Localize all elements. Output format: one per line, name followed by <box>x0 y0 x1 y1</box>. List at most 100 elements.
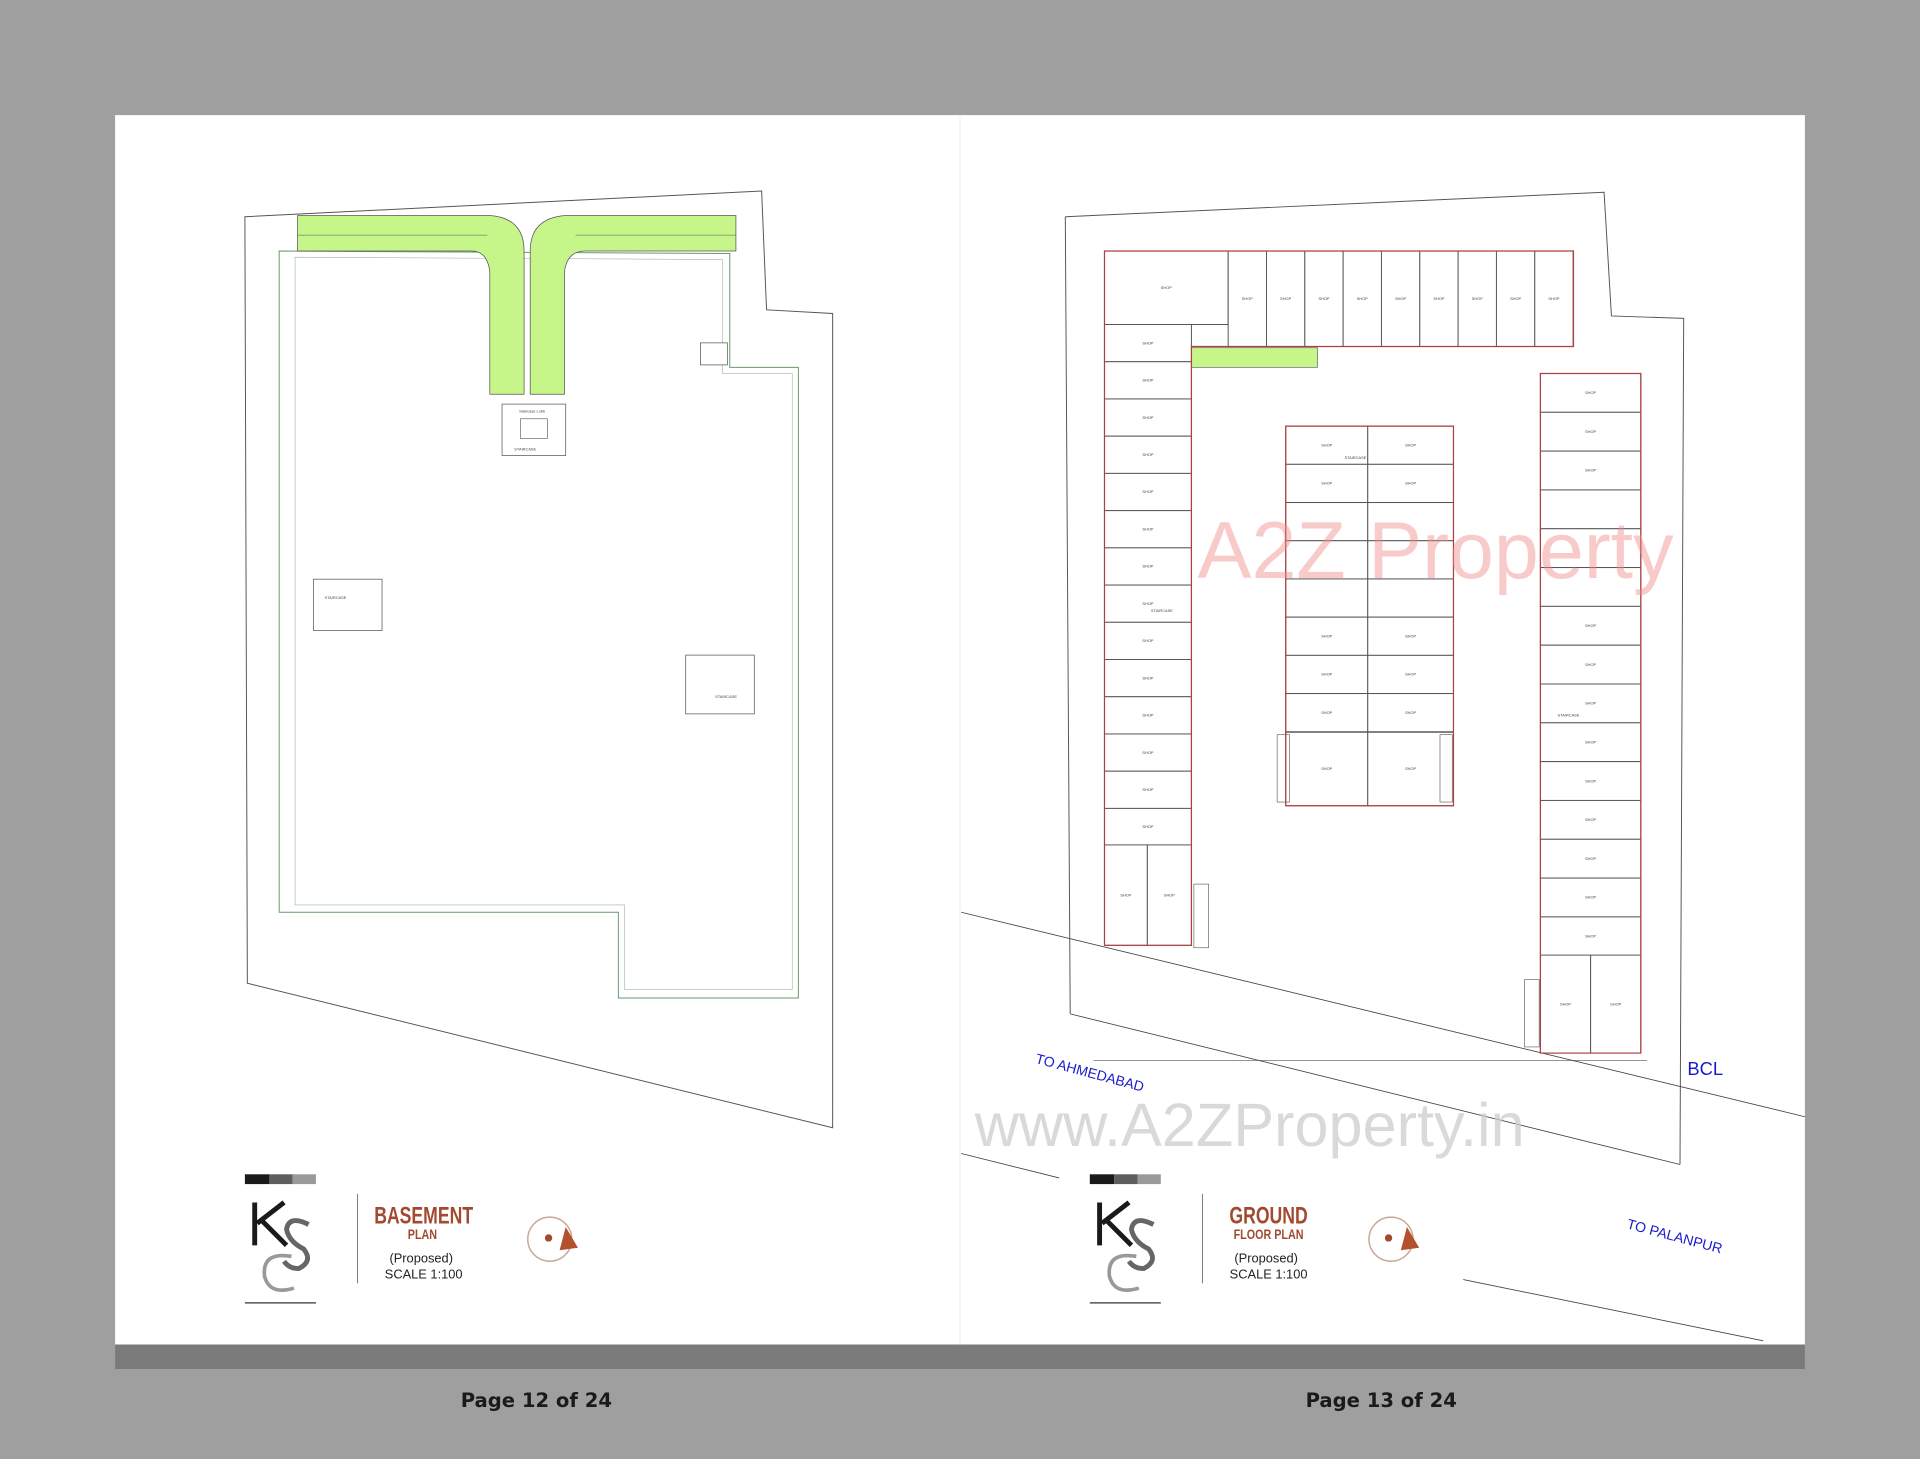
lift-core <box>700 342 728 366</box>
stair-core <box>685 654 755 715</box>
shop-label: SHOP <box>1142 564 1153 569</box>
shop-label: SHOP <box>1395 296 1406 301</box>
shop-label: SHOP <box>1321 442 1332 447</box>
shop-label: SHOP <box>1585 895 1596 900</box>
staircase-label: STAIRCASE <box>1151 608 1173 613</box>
shop-label: SHOP <box>1318 296 1329 301</box>
shop-label: SHOP <box>1280 296 1291 301</box>
shop-unit <box>1104 807 1192 847</box>
shop-label: SHOP <box>1560 1001 1571 1006</box>
shop-label: SHOP <box>1405 481 1416 486</box>
steps <box>1524 979 1540 1048</box>
shop-unit <box>1367 731 1454 807</box>
stair-core <box>501 403 567 456</box>
shop-unit <box>1539 411 1642 452</box>
page-shadow <box>115 1344 1805 1369</box>
logo-bar <box>244 1174 270 1185</box>
plan-title: GROUND <box>1229 1201 1307 1229</box>
shop-label: SHOP <box>1405 766 1416 771</box>
shop-label: SHOP <box>1164 892 1175 897</box>
site-boundary-west <box>1064 216 1071 1014</box>
shop-label: SHOP <box>1142 378 1153 383</box>
plan-scale: SCALE 1:100 <box>1230 1266 1308 1281</box>
shop-unit <box>1104 250 1229 325</box>
shop-unit <box>1285 540 1369 580</box>
shop-unit <box>1539 528 1642 569</box>
shop-label: SHOP <box>1142 675 1153 680</box>
shop-unit <box>1104 584 1192 623</box>
road-edge <box>1070 1013 1681 1165</box>
shop-label: SHOP <box>1405 710 1416 715</box>
shop-unit <box>1367 654 1454 695</box>
plan-title: BASEMENT <box>374 1201 473 1229</box>
ramp-entry <box>1191 347 1318 368</box>
shop-label: SHOP <box>1142 713 1153 718</box>
staircase-label: STAIRCASE <box>1344 455 1366 460</box>
shop-label: SHOP <box>1321 672 1332 677</box>
page-label-right: Page 13 of 24 <box>1306 1389 1457 1412</box>
road-edge <box>1463 1279 1764 1342</box>
shop-grid: SHOP SHOP SHOP SHOP SHOP SHOP SHOP SHOP SHOP SHOP… <box>1104 250 1642 1054</box>
shop-label: SHOP <box>1321 633 1332 638</box>
shop-label: SHOP <box>1142 824 1153 829</box>
basement-outline <box>278 250 799 999</box>
shop-unit <box>1539 838 1642 879</box>
shop-label: SHOP <box>1120 892 1131 897</box>
staircase-label: STAIRCASE <box>514 447 536 452</box>
building-wall <box>1285 425 1455 807</box>
shop-label: SHOP <box>1433 296 1444 301</box>
shop-unit <box>1539 450 1642 491</box>
shop-label: SHOP <box>1321 710 1332 715</box>
shop-unit <box>1285 654 1369 695</box>
stair-core <box>313 578 383 631</box>
shop-label: SHOP <box>1142 340 1153 345</box>
staircase-label: STAIRCASE <box>324 595 346 600</box>
plan-subtitle: FLOOR PLAN <box>1234 1227 1304 1242</box>
shop-unit <box>1539 877 1642 918</box>
lift-shaft <box>520 418 548 439</box>
shop-label: SHOP <box>1585 662 1596 667</box>
shop-unit <box>1104 472 1192 512</box>
shop-label: SHOP <box>1142 452 1153 457</box>
watermark-url: www.A2ZProperty.in <box>974 1091 1525 1159</box>
plan-status: (Proposed) <box>389 1250 453 1265</box>
plan-scale: SCALE 1:100 <box>385 1266 463 1281</box>
road-edge <box>961 911 1805 1118</box>
shop-label: SHOP <box>1585 429 1596 434</box>
shop-label: SHOP <box>1585 856 1596 861</box>
shop-label: SHOP <box>1142 638 1153 643</box>
shop-label: SHOP <box>1585 817 1596 822</box>
building-wall <box>1103 250 1575 946</box>
shop-label: SHOP <box>1510 296 1521 301</box>
logo-bar <box>292 1174 316 1185</box>
shop-label: SHOP <box>1585 739 1596 744</box>
shop-label: SHOP <box>1585 778 1596 783</box>
shop-label: SHOP <box>1142 415 1153 420</box>
basement-plan: Staircase Lobb STAIRCASE STAIRCASE STAIR… <box>244 190 834 1129</box>
ksc-logo <box>252 1200 311 1292</box>
shop-unit <box>1539 605 1642 646</box>
shop-label: SHOP <box>1242 296 1253 301</box>
road-edge <box>961 1153 1060 1179</box>
lift-lobby-label: Staircase Lobb <box>519 409 546 414</box>
shop-label: SHOP <box>1161 285 1172 290</box>
shop-unit <box>1457 250 1497 348</box>
shop-unit <box>1539 567 1642 607</box>
shop-label: SHOP <box>1405 672 1416 677</box>
shop-unit <box>1367 540 1454 580</box>
shop-label: SHOP <box>1321 481 1332 486</box>
site-boundary <box>244 190 834 1129</box>
shop-label: SHOP <box>1142 787 1153 792</box>
steps <box>1276 734 1290 803</box>
shop-unit <box>1104 324 1192 363</box>
shop-unit <box>1104 696 1192 735</box>
shop-unit <box>1380 250 1421 348</box>
plan-subtitle: PLAN <box>408 1227 437 1242</box>
shop-label: SHOP <box>1472 296 1483 301</box>
ramp-left <box>297 215 525 395</box>
logo-bar <box>1114 1174 1138 1185</box>
ksc-logo <box>1097 1200 1155 1292</box>
site-boundary <box>1065 191 1685 1165</box>
title-block-left: BASEMENT PLAN (Proposed) SCALE 1:100 <box>244 1174 578 1304</box>
shop-unit <box>1367 693 1454 733</box>
